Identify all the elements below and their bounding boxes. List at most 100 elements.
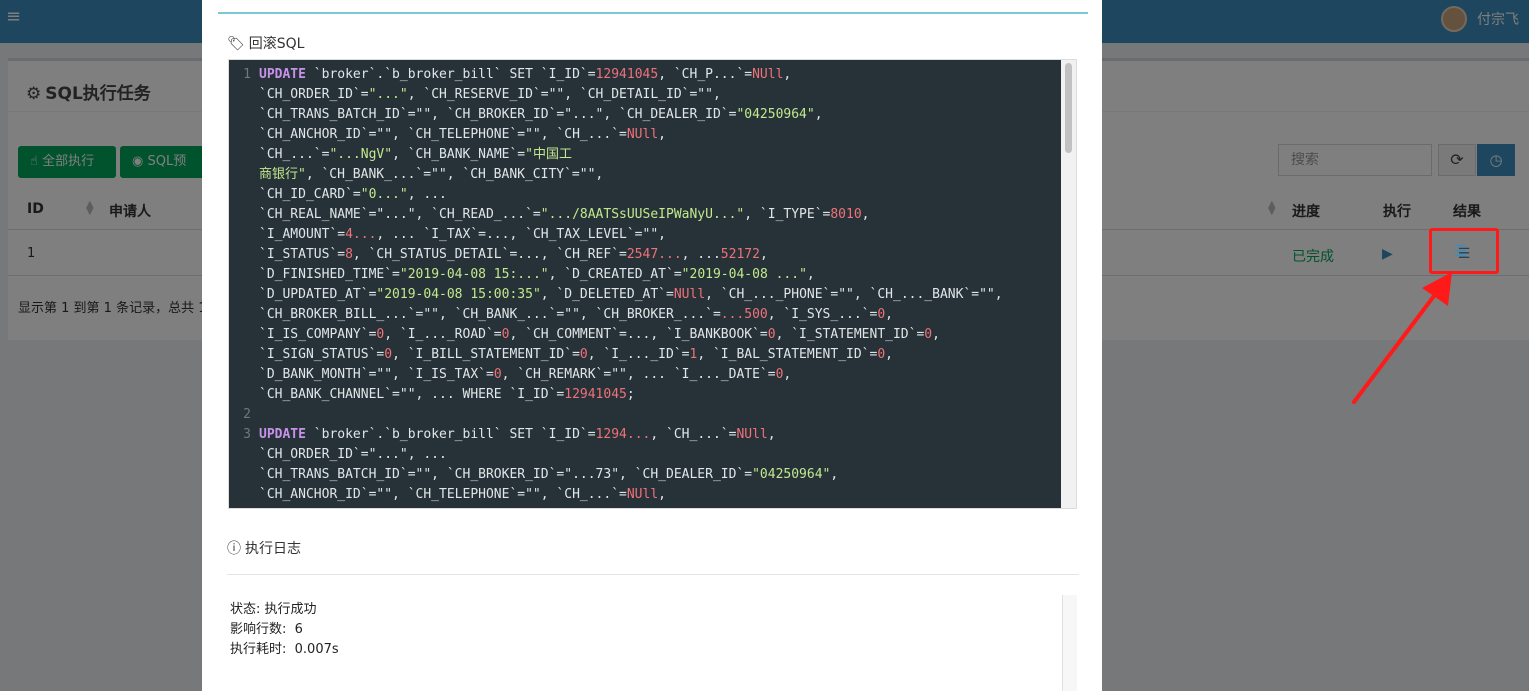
log-rows: 影响行数: 6: [230, 622, 303, 637]
code-line: 商银行", `CH_BANK_...`="", `CH_BANK_CITY`="…: [229, 165, 1062, 185]
code-token: `I_STATUS`=: [259, 247, 346, 262]
code-token: NUll: [673, 287, 706, 302]
code-token: "04250964": [736, 107, 815, 122]
code-token: ,: [759, 247, 768, 262]
code-token: , ...: [681, 247, 721, 262]
code-token: `I_IS_COMPANY`=: [259, 327, 377, 342]
code-token: , `I_BILL_STATEMENT_ID`=: [392, 347, 580, 362]
code-token: ...500: [720, 307, 768, 322]
code-line: `D_FINISHED_TIME`="2019-04-08 15:...", `…: [229, 265, 1062, 285]
log-time: 执行耗时: 0.007s: [230, 642, 339, 657]
code-token: ,: [806, 267, 815, 282]
scrollbar-thumb[interactable]: [1065, 63, 1072, 153]
code-token: ;: [626, 387, 635, 402]
code-token: `CH_REAL_NAME`="...", `CH_READ_...`=: [259, 207, 541, 222]
code-line: `I_STATUS`=8, `CH_STATUS_DETAIL`=..., `C…: [229, 245, 1062, 265]
code-token: "2019-04-08 15:...": [399, 267, 549, 282]
code-token: , `I_STATEMENT_ID`=: [775, 327, 925, 342]
code-token: 0: [877, 347, 886, 362]
code-token: ,: [885, 307, 893, 322]
divider: [227, 574, 1079, 575]
code-token: , ... `I_TAX`=..., `CH_TAX_LEVEL`="",: [376, 227, 666, 242]
code-line: `CH_TRANS_BATCH_ID`="", `CH_BROKER_ID`="…: [229, 105, 1062, 125]
code-token: ,: [783, 67, 792, 82]
code-line: `I_SIGN_STATUS`=0, `I_BILL_STATEMENT_ID`…: [229, 345, 1062, 365]
code-line: `CH_ORDER_ID`="...", ...: [229, 445, 1062, 465]
modal-header-border: [218, 12, 1088, 14]
code-line: `CH_REAL_NAME`="...", `CH_READ_...`="...…: [229, 205, 1062, 225]
code-line: `D_BANK_MONTH`="", `I_IS_TAX`=0, `CH_REM…: [229, 365, 1062, 385]
code-line: `I_AMOUNT`=4..., ... `I_TAX`=..., `CH_TA…: [229, 225, 1062, 245]
code-token: `CH_...`=: [259, 147, 330, 162]
code-token: , `CH_...`=: [650, 427, 737, 442]
tag-icon: 🏷: [227, 36, 245, 52]
code-token: , `CH_..._PHONE`="", `CH_..._BANK`="",: [705, 287, 1003, 302]
code-line: `CH_ANCHOR_ID`="", `CH_TELEPHONE`="", `C…: [229, 125, 1062, 145]
code-token: 2547...: [626, 247, 682, 262]
code-token: UPDATE: [259, 427, 306, 442]
execution-log: 状态: 执行成功 影响行数: 6 执行耗时: 0.007s: [228, 595, 1077, 691]
code-token: `D_BANK_MONTH`="", `I_IS_TAX`=: [259, 367, 494, 382]
code-token: , `I_SYS_...`=: [767, 307, 878, 322]
code-token: `CH_ORDER_ID`=: [259, 87, 369, 102]
code-token: , `I_..._ROAD`=: [384, 327, 502, 342]
code-token: 12941045: [564, 387, 627, 402]
code-token: `CH_BANK_CHANNEL`="", ... WHERE `I_ID`=: [259, 387, 565, 402]
result-highlight-box: ☰: [1429, 228, 1499, 274]
code-scrollbar[interactable]: [1061, 60, 1076, 508]
code-token: 0: [579, 347, 588, 362]
code-token: 1294...: [595, 427, 651, 442]
code-token: , ...: [407, 187, 447, 202]
code-token: 0: [924, 327, 933, 342]
code-token: ,: [932, 327, 940, 342]
code-token: `CH_ANCHOR_ID`="", `CH_TELEPHONE`="", `C…: [259, 127, 627, 142]
code-token: NUll: [626, 487, 659, 502]
line-number: 3: [243, 427, 251, 442]
code-token: , `CH_BANK_NAME`=: [392, 147, 526, 162]
code-token: "0...": [360, 187, 408, 202]
code-token: `I_SIGN_STATUS`=: [259, 347, 385, 362]
code-line: `I_IS_COMPANY`=0, `I_..._ROAD`=0, `CH_CO…: [229, 325, 1062, 345]
code-line: `CH_BANK_CHANNEL`="", ... WHERE `I_ID`=1…: [229, 385, 1062, 405]
code-token: 8010: [830, 207, 862, 222]
code-token: "2019-04-08 ...": [681, 267, 807, 282]
log-status: 状态: 执行成功: [230, 602, 317, 617]
code-line: `CH_ORDER_ID`="...", `CH_RESERVE_ID`="",…: [229, 85, 1062, 105]
info-icon: ⓘ: [227, 541, 241, 557]
code-token: "2019-04-08 15:00:35": [376, 287, 541, 302]
code-token: ,: [658, 127, 666, 142]
code-token: 0: [877, 307, 886, 322]
code-token: , `CH_COMMENT`=..., `I_BANKBOOK`=: [509, 327, 768, 342]
code-token: "04250964": [752, 467, 831, 482]
code-token: `CH_TRANS_BATCH_ID`="", `CH_BROKER_ID`="…: [259, 467, 753, 482]
code-line: `CH_BROKER_BILL_...`="", `CH_BANK_...`="…: [229, 305, 1062, 325]
code-token: 1: [689, 347, 698, 362]
code-token: `broker`.`b_broker_bill` SET `I_ID`=: [305, 67, 596, 82]
code-line: 2: [229, 405, 1062, 425]
code-token: 商银行": [259, 167, 306, 182]
code-token: `CH_TRANS_BATCH_ID`="", `CH_BROKER_ID`="…: [259, 107, 737, 122]
code-token: , `I_BAL_STATEMENT_ID`=: [697, 347, 878, 362]
code-token: , `I_TYPE`=: [744, 207, 831, 222]
code-token: , `CH_BANK_...`="", `CH_BANK_CITY`="",: [305, 167, 604, 182]
code-token: `CH_ORDER_ID`="...", ...: [259, 447, 447, 462]
code-line: `D_UPDATED_AT`="2019-04-08 15:00:35", `D…: [229, 285, 1062, 305]
line-number: 2: [243, 407, 251, 422]
code-token: "...NgV": [329, 147, 393, 162]
code-token: 4...: [345, 227, 377, 242]
rollback-sql-title: 🏷回滚SQL: [227, 36, 305, 52]
code-token: ,: [814, 107, 823, 122]
code-token: ,: [767, 427, 776, 442]
code-token: `CH_ANCHOR_ID`="", `CH_TELEPHONE`="", `C…: [259, 487, 627, 502]
code-token: ,: [783, 367, 792, 382]
code-line: `CH_ANCHOR_ID`="", `CH_TELEPHONE`="", `C…: [229, 485, 1062, 505]
log-scrollbar[interactable]: [1062, 595, 1077, 691]
code-token: 0: [775, 367, 784, 382]
code-token: NUll: [736, 427, 768, 442]
